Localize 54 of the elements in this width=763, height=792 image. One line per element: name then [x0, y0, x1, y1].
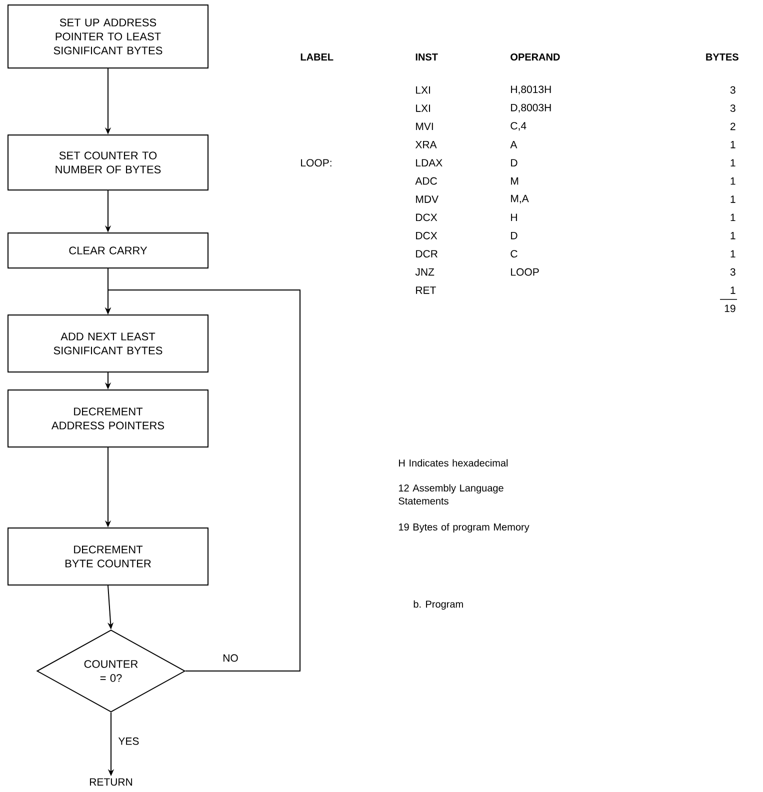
edge-label: YES: [118, 737, 139, 745]
table-cell: DCX: [416, 232, 438, 240]
table-cell: DCR: [416, 250, 438, 258]
table-cell: LOOP:: [301, 159, 332, 167]
table-cell: 2: [730, 122, 736, 130]
table-cell: LOOP: [511, 268, 539, 276]
note: 19 Bytes of program Memory: [398, 523, 530, 532]
caption: b. Program: [414, 600, 463, 610]
table-cell: 1: [730, 214, 736, 222]
edge-label: NO: [224, 654, 238, 662]
process-box: CLEAR CARRY: [8, 232, 208, 268]
note: H Indicates hexadecimal: [399, 459, 508, 467]
table-cell: A: [510, 141, 518, 148]
table-cell: H: [511, 214, 517, 222]
table-cell: 1: [730, 250, 736, 258]
table-cell: H,8013H: [511, 86, 551, 94]
table-cell: 1: [730, 196, 736, 203]
column-header: LABEL: [300, 54, 334, 60]
table-cell: D: [511, 232, 518, 240]
table-cell: D: [511, 159, 518, 166]
table-cell: MVI: [416, 122, 433, 130]
process-box: ADD NEXT LEAST SIGNIFICANT BYTES: [8, 314, 208, 372]
table-cell: 1: [730, 141, 736, 148]
table-cell: DCX: [416, 214, 438, 222]
table-cell: D,8003H: [511, 104, 551, 113]
table-cell: 1: [730, 232, 736, 240]
table-cell: RET: [416, 286, 436, 294]
table-cell: M,A: [511, 194, 529, 204]
table-cell: ADC: [415, 177, 437, 185]
table-cell: 3: [730, 268, 736, 276]
table-cell: M: [511, 177, 518, 185]
table-cell: LDAX: [416, 159, 442, 166]
process-box: SET UP ADDRESS POINTER TO LEAST SIGNIFICANT BYTES: [8, 4, 208, 68]
total-cell: 19: [724, 304, 736, 312]
process-box: DECREMENT ADDRESS POINTERS: [8, 390, 208, 448]
table-cell: C,4: [510, 122, 526, 131]
table-cell: XRA: [415, 141, 437, 148]
column-header: OPERAND: [510, 53, 560, 61]
table-cell: LXI: [416, 104, 430, 112]
table-cell: C: [510, 250, 518, 258]
table-cell: 1: [730, 286, 736, 294]
table-cell: JNZ: [415, 268, 434, 276]
table-cell: 1: [730, 177, 736, 185]
note: 12 Assembly Language Statements: [398, 484, 504, 505]
table-cell: 1: [730, 159, 736, 166]
table-cell: MDV: [416, 196, 438, 203]
process-box: SET COUNTER TO NUMBER OF BYTES: [8, 134, 208, 190]
column-header: BYTES: [706, 53, 738, 61]
process-box: DECREMENT BYTE COUNTER: [8, 528, 208, 586]
table-cell: LXI: [416, 86, 430, 94]
table-cell: 3: [730, 86, 736, 94]
table-cell: 3: [730, 104, 736, 112]
terminal-text: RETURN: [90, 778, 132, 786]
column-header: INST: [416, 53, 438, 61]
